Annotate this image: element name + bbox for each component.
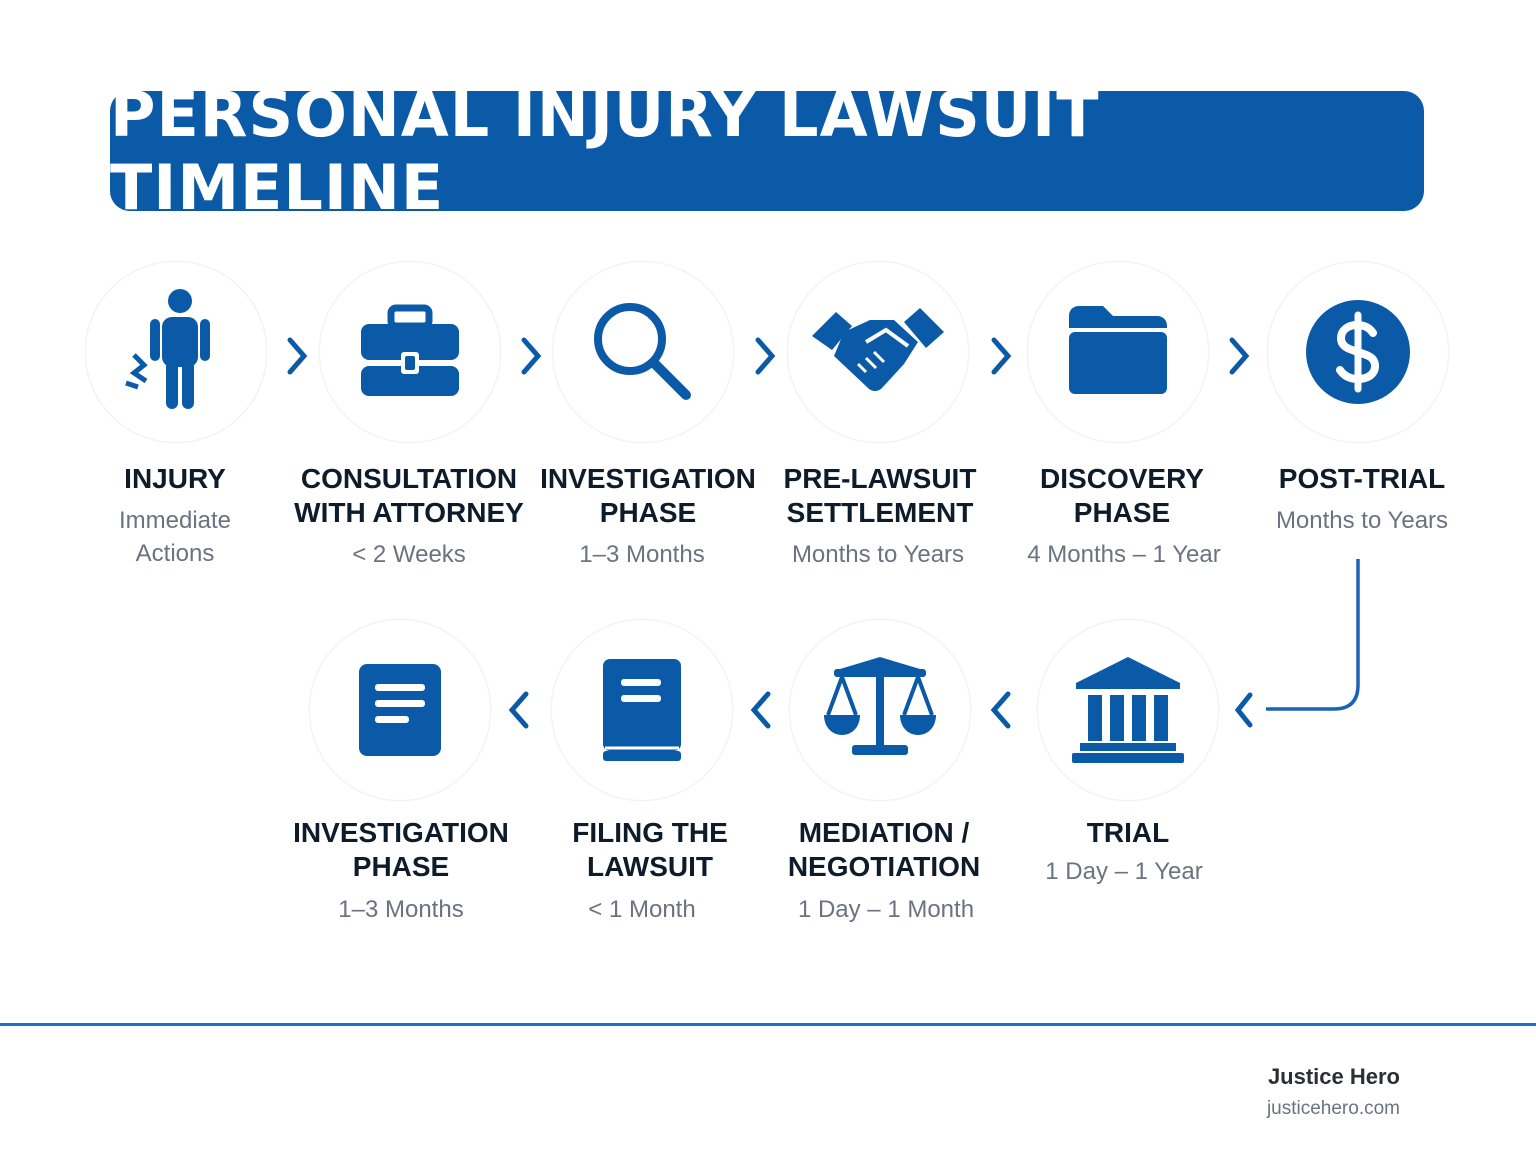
step-duration: 1 Day – 1 Year xyxy=(1045,858,1203,885)
scales-icon xyxy=(824,657,936,755)
document-icon xyxy=(359,664,441,756)
page-title: PERSONAL INJURY LAWSUIT TIMELINE xyxy=(110,78,1100,224)
injured-person-icon xyxy=(125,289,210,409)
step-icon-circle xyxy=(790,620,970,800)
magnifier-icon xyxy=(594,303,691,400)
brand-url[interactable]: justicehero.com xyxy=(1266,1098,1400,1119)
chevron-right-icon xyxy=(1229,337,1250,375)
chevron-right-icon xyxy=(287,337,308,375)
step-duration: < 1 Month xyxy=(588,896,696,923)
dollar-icon xyxy=(1306,300,1410,404)
courthouse-icon xyxy=(1072,657,1184,763)
step-label: POST-TRIAL xyxy=(1278,463,1446,494)
row-connector xyxy=(1234,559,1360,728)
footer-divider xyxy=(0,1023,1536,1026)
chevron-right-icon xyxy=(991,337,1012,375)
step-label: PRE-LAWSUIT SETTLEMENT xyxy=(783,463,977,528)
chevron-left-icon xyxy=(508,691,529,729)
chevron-left-icon xyxy=(750,691,771,729)
chevron-left-icon xyxy=(990,691,1011,729)
step-icon-circle xyxy=(310,620,490,800)
step-label: TRIAL xyxy=(1086,817,1170,848)
brand-name: Justice Hero xyxy=(1267,1064,1400,1089)
step-duration: Immediate Actions xyxy=(118,507,232,567)
handshake-icon xyxy=(812,308,944,391)
step-icon-circle xyxy=(553,262,733,442)
step-duration: < 2 Weeks xyxy=(352,541,466,568)
step-label: MEDIATION / NEGOTIATION xyxy=(787,817,981,882)
book-icon xyxy=(603,659,681,761)
step-label: INVESTIGATION PHASE xyxy=(293,817,509,882)
step-duration: 1–3 Months xyxy=(338,896,464,923)
step-icon-circle xyxy=(320,262,500,442)
step-duration: 1–3 Months xyxy=(579,541,705,568)
step-label: INJURY xyxy=(124,463,226,494)
step-icon-circle xyxy=(86,262,266,442)
step-duration: Months to Years xyxy=(1275,507,1449,534)
step-label: DISCOVERY PHASE xyxy=(1040,463,1204,528)
step-duration: 1 Day – 1 Month xyxy=(797,896,975,923)
chevron-right-icon xyxy=(755,337,776,375)
title-banner: PERSONAL INJURY LAWSUIT TIMELINE xyxy=(110,78,1424,224)
step-duration: Months to Years xyxy=(791,541,965,568)
step-icon-circle xyxy=(1028,262,1208,442)
briefcase-icon xyxy=(361,304,459,396)
step-label: CONSULTATION WITH ATTORNEY xyxy=(294,463,524,528)
step-duration: 4 Months – 1 Year xyxy=(1027,541,1221,568)
folder-icon xyxy=(1069,306,1167,394)
step-label: INVESTIGATION PHASE xyxy=(540,463,756,528)
step-icon-circle xyxy=(1268,262,1448,442)
chevron-right-icon xyxy=(521,337,542,375)
step-icon-circle xyxy=(1038,620,1218,800)
step-label: FILING THE LAWSUIT xyxy=(572,817,728,882)
step-icon-circle xyxy=(788,262,968,442)
step-icon-circle xyxy=(552,620,732,800)
